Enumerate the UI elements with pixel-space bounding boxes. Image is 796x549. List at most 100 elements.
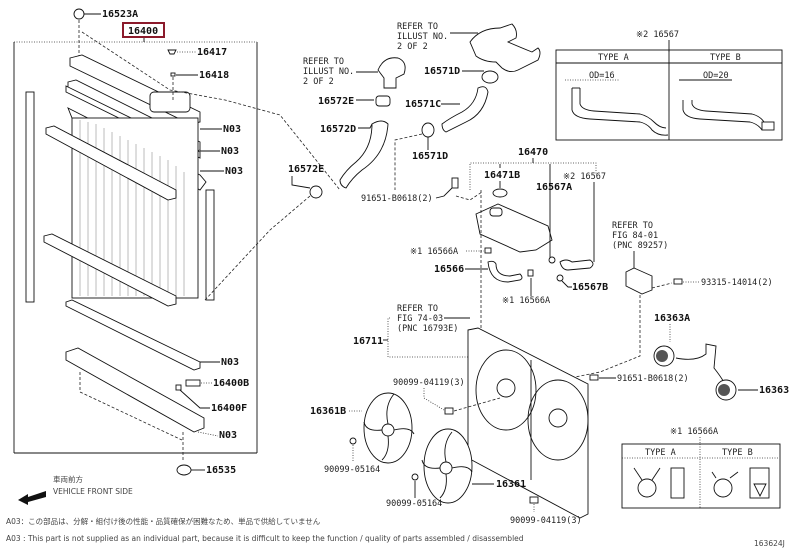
- part-label-n03[interactable]: N03: [221, 357, 239, 368]
- coolant-reservoir: [475, 203, 553, 253]
- part-label-16470[interactable]: 16470: [518, 147, 548, 158]
- svg-text:93315-14014(2)[interactable]: 93315-14014(2): [701, 278, 773, 288]
- svg-text:16400F[interactable]: 16400F: [211, 403, 247, 414]
- footnote-jp: A03：この部品は、分解・組付け後の性能・品質確保が困難なため、単品で供給してい…: [6, 516, 321, 526]
- svg-text:16572E[interactable]: 16572E: [288, 164, 324, 175]
- svg-text:16571C[interactable]: 16571C: [405, 99, 441, 110]
- svg-text:16363[interactable]: 16363: [759, 385, 789, 396]
- svg-text:TYPE A: TYPE A: [645, 448, 676, 458]
- reservoir-group: 16470: [469, 147, 597, 190]
- svg-text:車両前方: 車両前方: [53, 474, 83, 484]
- bolt-91651-upper[interactable]: 91651-B0618(2): [361, 177, 483, 204]
- nut-90099-05164-left[interactable]: 90099-05164: [324, 437, 380, 475]
- part-16400B[interactable]: 16400B: [185, 378, 249, 389]
- inset-16567: ※2 16567 TYPE A TYPE B OD=16 OD=20: [555, 30, 783, 141]
- screw-90099-04119-lower[interactable]: 90099-04119(3): [510, 496, 582, 526]
- part-16567B[interactable]: 16567B: [556, 274, 608, 293]
- part-label-n03[interactable]: N03: [223, 124, 241, 135]
- svg-text:16572D[interactable]: 16572D: [320, 124, 356, 135]
- part-16571D-bottom[interactable]: 16571D: [394, 122, 448, 190]
- part-16400F[interactable]: 16400F: [175, 384, 247, 414]
- svg-text:16523A[interactable]: 16523A: [102, 9, 138, 20]
- svg-text:ILLUST NO.: ILLUST NO.: [303, 67, 354, 77]
- part-16567[interactable]: ※2 16567: [559, 172, 606, 271]
- part-16566[interactable]: 16566: [434, 260, 523, 283]
- svg-text:16566[interactable]: 16566: [434, 264, 464, 275]
- svg-text:FIG 74-03: FIG 74-03: [397, 314, 443, 324]
- part-16417[interactable]: 16417: [167, 47, 227, 58]
- svg-text:91651-B0618(2)[interactable]: 91651-B0618(2): [617, 374, 689, 384]
- svg-text:(PNC 89257): (PNC 89257): [612, 241, 668, 251]
- svg-text:※1 16566A[interactable]: ※1 16566A: [410, 247, 458, 257]
- svg-text:※1 16566A[interactable]: ※1 16566A: [502, 296, 550, 306]
- svg-text:16363A[interactable]: 16363A: [654, 313, 690, 324]
- radiator-core: [25, 85, 215, 307]
- screw-90099-04119-upper[interactable]: 90099-04119(3): [393, 378, 501, 415]
- svg-text:REFER TO: REFER TO: [303, 57, 344, 67]
- svg-text:90099-05164[interactable]: 90099-05164: [386, 499, 442, 509]
- svg-text:16471B[interactable]: 16471B: [484, 170, 520, 181]
- bolt-93315[interactable]: 93315-14014(2): [651, 278, 773, 289]
- part-16567A[interactable]: 16567A: [536, 164, 572, 264]
- svg-text:FIG 84-01: FIG 84-01: [612, 231, 658, 241]
- svg-text:16572E[interactable]: 16572E: [318, 96, 354, 107]
- n03-callouts-lower: N03 N03: [197, 357, 239, 441]
- inset-16566A: ※1 16566A TYPE A TYPE B: [621, 427, 781, 509]
- part-16572E-bottom[interactable]: 16572E: [288, 164, 324, 199]
- svg-text:16535[interactable]: 16535: [206, 465, 236, 476]
- front-arrow-icon: [18, 491, 46, 505]
- svg-text:90099-04119(3)[interactable]: 90099-04119(3): [510, 516, 582, 526]
- svg-text:16417[interactable]: 16417: [197, 47, 227, 58]
- part-16418[interactable]: 16418: [170, 70, 229, 100]
- svg-text:16711[interactable]: 16711: [353, 336, 383, 347]
- nut-90099-05164-right[interactable]: 90099-05164: [386, 473, 442, 509]
- part-16572E-top[interactable]: 16572E: [318, 95, 391, 107]
- n03-callouts-upper: N03 N03 N03: [200, 124, 243, 177]
- svg-text:16567B[interactable]: 16567B: [572, 282, 608, 293]
- part-16566A-upper[interactable]: ※1 16566A: [410, 247, 492, 257]
- radiator-assembly-group: [13, 36, 258, 454]
- radiator-lower-tank: [65, 299, 205, 462]
- svg-text:※2 16567: ※2 16567: [636, 30, 679, 40]
- part-16523A[interactable]: 16523A: [73, 8, 138, 58]
- svg-text:16567A[interactable]: 16567A: [536, 182, 572, 193]
- part-16471B[interactable]: 16471B: [484, 164, 520, 198]
- svg-text:16418[interactable]: 16418: [199, 70, 229, 81]
- svg-text:2 OF 2: 2 OF 2: [303, 77, 334, 87]
- part-16400-callout[interactable]: 16400: [122, 22, 165, 38]
- svg-text:2 OF 2: 2 OF 2: [397, 42, 428, 52]
- svg-text:90099-05164[interactable]: 90099-05164: [324, 465, 380, 475]
- svg-text:16571D[interactable]: 16571D: [412, 151, 448, 162]
- svg-text:(PNC 16793E): (PNC 16793E): [397, 324, 458, 334]
- svg-text:OD=16: OD=16: [589, 71, 615, 81]
- fan-motor-16363[interactable]: 16363: [715, 379, 789, 401]
- svg-text:16361B[interactable]: 16361B: [310, 406, 346, 417]
- svg-text:OD=20: OD=20: [703, 71, 729, 81]
- fan-16361B[interactable]: 16361B: [310, 392, 415, 464]
- part-16571C[interactable]: 16571C: [405, 86, 489, 133]
- svg-text:16400B[interactable]: 16400B: [213, 378, 249, 389]
- svg-text:※1 16566A: ※1 16566A: [670, 427, 718, 437]
- part-16535[interactable]: 16535: [176, 464, 236, 476]
- svg-text:90099-04119(3)[interactable]: 90099-04119(3): [393, 378, 465, 388]
- svg-text:16571D[interactable]: 16571D: [424, 66, 460, 77]
- fan-16361[interactable]: 16361: [421, 428, 526, 504]
- svg-text:※2 16567[interactable]: ※2 16567: [563, 172, 606, 182]
- svg-text:91651-B0618(2)[interactable]: 91651-B0618(2): [361, 194, 433, 204]
- svg-text:16361[interactable]: 16361: [496, 479, 526, 490]
- part-16571D-top[interactable]: 16571D: [424, 66, 499, 84]
- part-16711[interactable]: 16711: [353, 317, 470, 358]
- svg-text:VEHICLE FRONT SIDE: VEHICLE FRONT SIDE: [53, 487, 133, 496]
- part-label-n03[interactable]: N03: [219, 430, 237, 441]
- part-16566A-lower[interactable]: ※1 16566A: [502, 269, 550, 306]
- fan-controller: [625, 267, 653, 295]
- part-label-n03[interactable]: N03: [225, 166, 243, 177]
- footnote-en: A03 : This part is not supplied as an in…: [6, 534, 524, 543]
- fan-shroud: [467, 327, 589, 519]
- part-16572D[interactable]: 16572D: [320, 120, 389, 189]
- refer-note-fig84: REFER TO FIG 84-01 (PNC 89257): [612, 221, 668, 268]
- part-label-16400[interactable]: 16400: [128, 26, 158, 37]
- fan-motor-16363A[interactable]: 16363A: [653, 313, 727, 387]
- bolt-91651-lower[interactable]: 91651-B0618(2): [589, 374, 689, 384]
- part-label-n03[interactable]: N03: [221, 146, 239, 157]
